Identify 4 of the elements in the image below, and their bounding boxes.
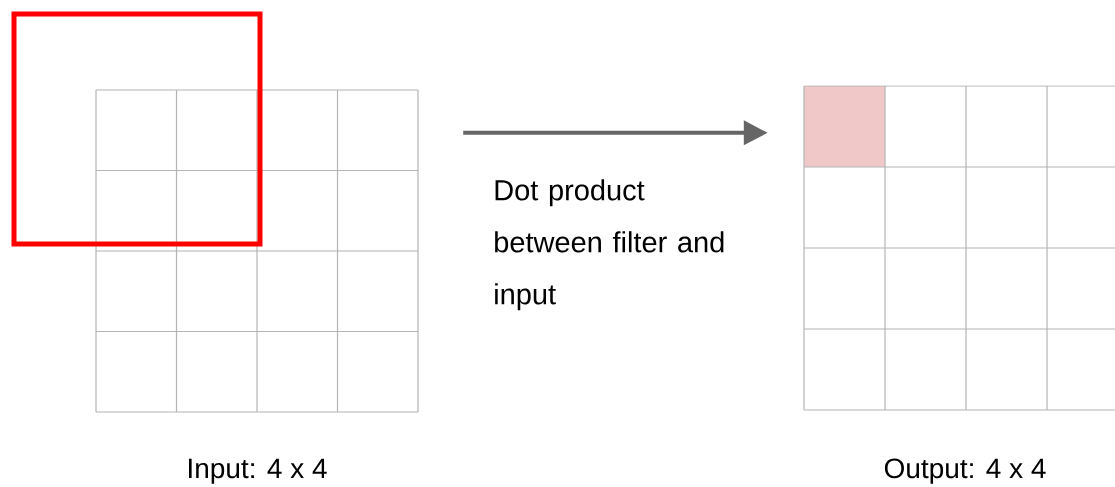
edge-label: Dot product between filter and input xyxy=(495,179,724,311)
grid-caption: Output: 4 x 4 xyxy=(884,458,1046,484)
filter-square xyxy=(11,11,263,247)
grid-caption: Input: 4 x 4 xyxy=(189,458,327,484)
